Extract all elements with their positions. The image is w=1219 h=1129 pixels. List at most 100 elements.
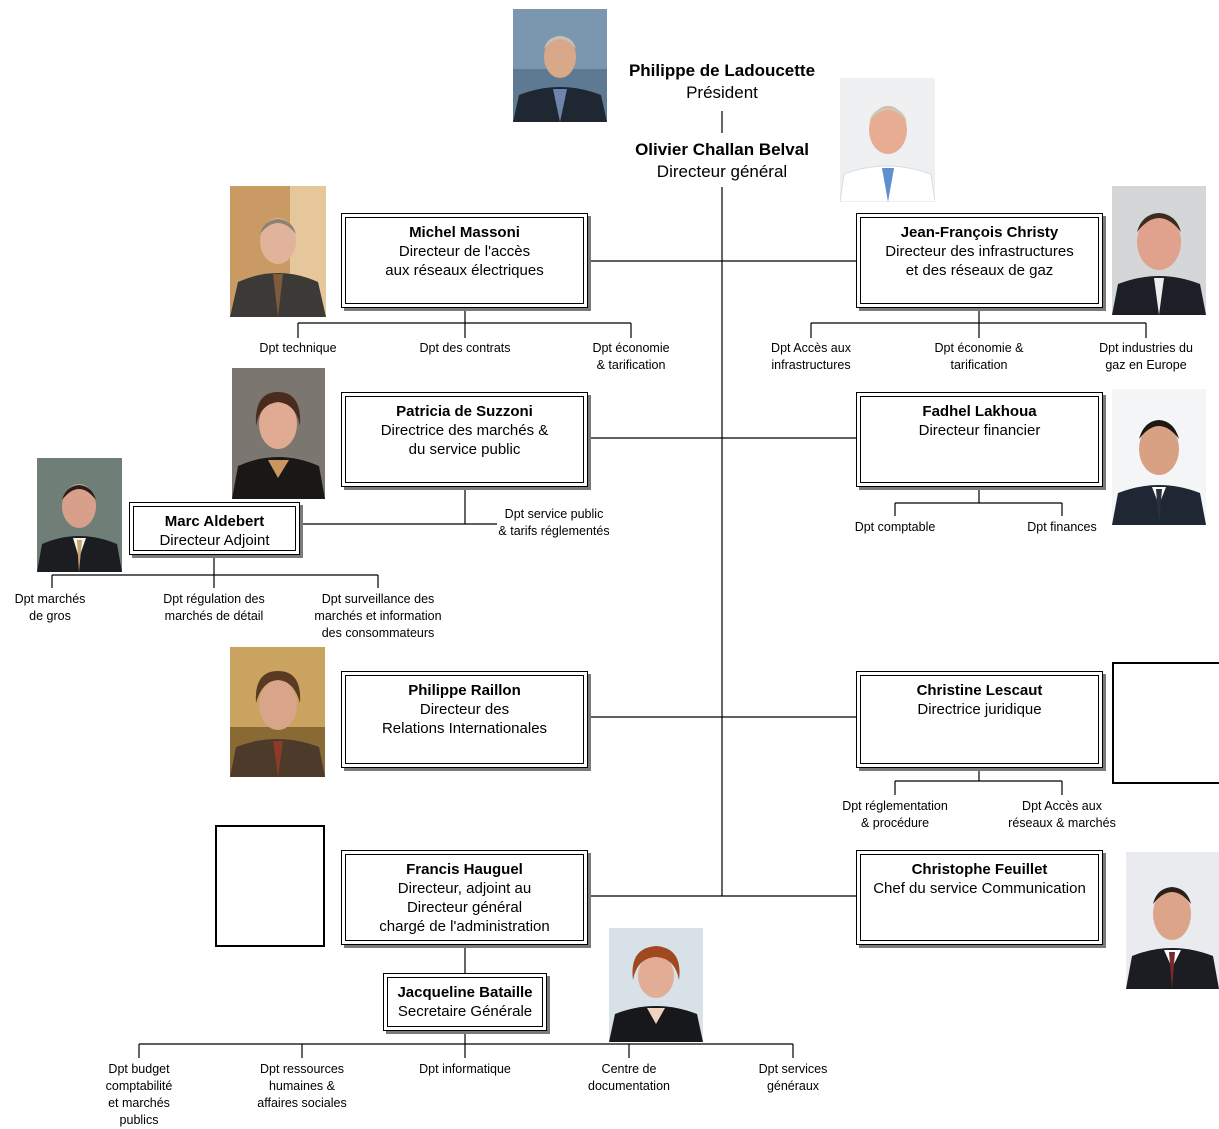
president-name: Philippe de Ladoucette <box>628 61 816 80</box>
president-label: Philippe de Ladoucette Président <box>600 60 844 104</box>
empty-photo-frame-hauguel <box>215 825 325 947</box>
dept-line: Dpt des contrats <box>419 341 511 355</box>
lakhoua-name: Fadhel Lakhoua <box>922 403 1037 420</box>
dept-suzzoni-service-public: Dpt service public & tarifs réglementés <box>498 506 609 540</box>
lescaut-title-1: Directrice juridique <box>917 701 1042 718</box>
dept-line: tarification <box>950 358 1008 372</box>
dept-line: documentation <box>587 1079 671 1093</box>
lescaut-name: Christine Lescaut <box>916 682 1043 699</box>
dept-line: & procédure <box>860 816 930 830</box>
massoni-title-2: aux réseaux électriques <box>385 262 544 279</box>
dept-bataille-informatique: Dpt informatique <box>419 1061 511 1078</box>
dept-christy-economie: Dpt économie & tarification <box>935 340 1024 374</box>
lakhoua-title-1: Directeur financier <box>918 422 1041 439</box>
dept-christy-acces: Dpt Accès aux infrastructures <box>771 340 851 374</box>
dept-line: Dpt informatique <box>419 1062 511 1076</box>
portrait-photo-lakhoua <box>1112 389 1206 525</box>
massoni-name: Michel Massoni <box>409 224 520 241</box>
dept-line: Dpt Accès aux <box>1022 799 1102 813</box>
dept-bataille-documentation: Centre de documentation <box>588 1061 670 1095</box>
dept-line: publics <box>119 1113 159 1127</box>
dept-lakhoua-comptable: Dpt comptable <box>855 519 936 536</box>
feuillet-title-1: Chef du service Communication <box>873 880 1086 897</box>
dept-line: Dpt services <box>758 1062 828 1076</box>
dept-line: Dpt économie <box>592 341 670 355</box>
dg-title: Directeur général <box>656 162 788 181</box>
dept-line: Dpt régulation des <box>163 592 265 606</box>
dept-line: Dpt économie & <box>934 341 1024 355</box>
dept-bataille-rh: Dpt ressources humaines & affaires socia… <box>257 1061 346 1112</box>
dept-line: affaires sociales <box>257 1096 347 1110</box>
box-aldebert: Marc Aldebert Directeur Adjoint <box>129 502 300 555</box>
dept-line: Dpt comptable <box>854 520 936 534</box>
dept-line: & tarification <box>596 358 666 372</box>
box-lescaut: Christine Lescaut Directrice juridique <box>856 671 1103 768</box>
massoni-title-1: Directeur de l'accès <box>398 243 531 260</box>
dept-bataille-budget: Dpt budget comptabilité et marchés publi… <box>106 1061 173 1129</box>
dept-line: humaines & <box>268 1079 335 1093</box>
portrait-photo-bataille <box>609 928 703 1042</box>
dept-line: gaz en Europe <box>1105 358 1187 372</box>
dept-line: Dpt Accès aux <box>771 341 851 355</box>
suzzoni-title-2: du service public <box>408 441 521 458</box>
dept-lescaut-acces: Dpt Accès aux réseaux & marchés <box>1008 798 1116 832</box>
dept-line: marchés et information <box>314 609 442 623</box>
aldebert-name: Marc Aldebert <box>164 513 265 530</box>
dept-line: réseaux & marchés <box>1008 816 1116 830</box>
dept-aldebert-detail: Dpt régulation des marchés de détail <box>163 591 264 625</box>
portrait-photo-suzzoni <box>232 368 325 499</box>
box-hauguel: Francis Hauguel Directeur, adjoint au Di… <box>341 850 588 945</box>
box-lakhoua: Fadhel Lakhoua Directeur financier <box>856 392 1103 487</box>
christy-name: Jean-François Christy <box>900 224 1059 241</box>
dept-lescaut-reglementation: Dpt réglementation & procédure <box>842 798 948 832</box>
raillon-title-2: Relations Internationales <box>381 720 548 737</box>
president-title: Président <box>686 83 758 102</box>
dept-line: & tarifs réglementés <box>498 524 610 538</box>
raillon-title-1: Directeur des <box>419 701 510 718</box>
dept-line: généraux <box>766 1079 820 1093</box>
dept-line: Centre de <box>601 1062 657 1076</box>
hauguel-title-1: Directeur, adjoint au <box>397 880 532 897</box>
dept-line: infrastructures <box>771 358 851 372</box>
dept-line: Dpt industries du <box>1099 341 1193 355</box>
portrait-photo-dg <box>840 78 935 202</box>
portrait-photo-massoni <box>230 186 326 317</box>
portrait-photo-feuillet <box>1126 852 1219 989</box>
dept-lakhoua-finances: Dpt finances <box>1027 519 1096 536</box>
dept-massoni-economie: Dpt économie & tarification <box>592 340 669 374</box>
dept-line: Dpt ressources <box>259 1062 345 1076</box>
dept-massoni-contrats: Dpt des contrats <box>419 340 510 357</box>
bataille-name: Jacqueline Bataille <box>397 984 533 1001</box>
dept-line: Dpt finances <box>1027 520 1097 534</box>
dept-massoni-technique: Dpt technique <box>259 340 336 357</box>
dept-line: Dpt technique <box>259 341 337 355</box>
suzzoni-name: Patricia de Suzzoni <box>396 403 533 420</box>
box-suzzoni: Patricia de Suzzoni Directrice des march… <box>341 392 588 487</box>
dept-line: Dpt budget <box>108 1062 170 1076</box>
hauguel-name: Francis Hauguel <box>406 861 523 878</box>
dept-line: de gros <box>29 609 71 623</box>
dept-line: Dpt service public <box>504 507 604 521</box>
bataille-title-1: Secretaire Générale <box>397 1003 533 1020</box>
dept-line: des consommateurs <box>321 626 435 640</box>
portrait-photo-aldebert <box>37 458 122 572</box>
hauguel-title-2: Directeur général <box>406 899 523 916</box>
hauguel-title-3: chargé de l'administration <box>379 918 550 935</box>
dg-name: Olivier Challan Belval <box>635 140 809 159</box>
suzzoni-title-1: Directrice des marchés & <box>380 422 549 439</box>
dept-line: Dpt surveillance des <box>321 592 435 606</box>
box-feuillet: Christophe Feuillet Chef du service Comm… <box>856 850 1103 945</box>
box-bataille: Jacqueline Bataille Secretaire Générale <box>383 973 547 1031</box>
box-massoni: Michel Massoni Directeur de l'accès aux … <box>341 213 588 308</box>
raillon-name: Philippe Raillon <box>408 682 521 699</box>
empty-photo-frame-lescaut <box>1112 662 1219 784</box>
feuillet-name: Christophe Feuillet <box>911 861 1048 878</box>
dept-bataille-services: Dpt services généraux <box>759 1061 828 1095</box>
box-raillon: Philippe Raillon Directeur des Relations… <box>341 671 588 768</box>
box-christy: Jean-François Christy Directeur des infr… <box>856 213 1103 308</box>
dept-line: Dpt marchés <box>14 592 86 606</box>
dept-line: marchés de détail <box>164 609 264 623</box>
christy-title-2: et des réseaux de gaz <box>905 262 1054 279</box>
portrait-photo-christy <box>1112 186 1206 315</box>
